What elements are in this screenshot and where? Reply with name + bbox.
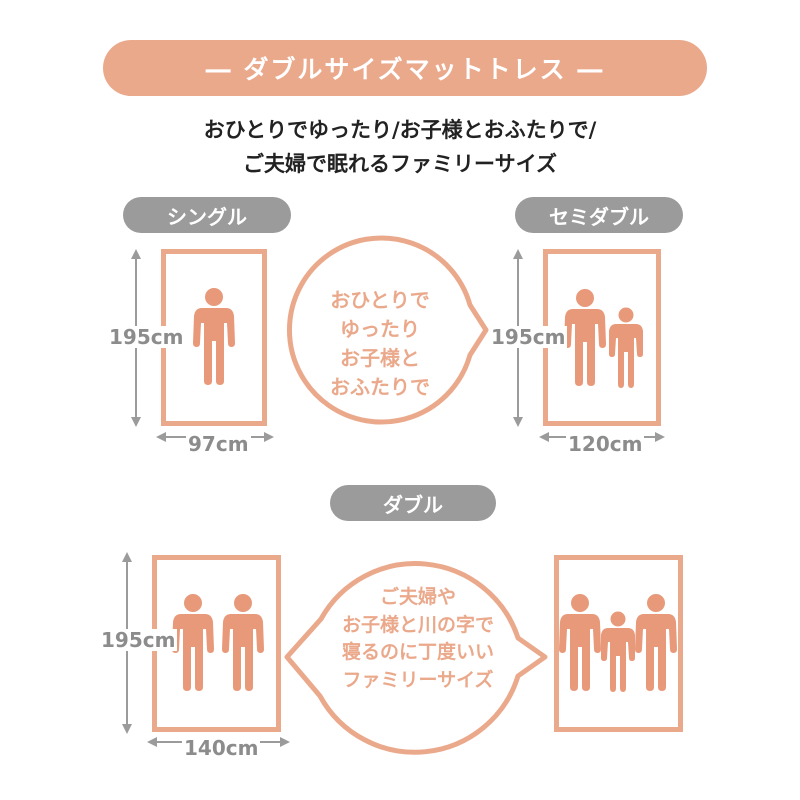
double-height-label: 195cm (99, 628, 178, 652)
speech-bubble-bottom (284, 561, 548, 755)
page-title: ― ダブルサイズマットトレス ― (103, 40, 707, 96)
bubble-top-line-4: おふたりで (330, 375, 430, 399)
bubble-top-line-1: おひとりで (330, 288, 430, 312)
speech-bubble-top (286, 235, 489, 425)
bubble-top-line-3: お子様と (340, 346, 420, 370)
bubble-bottom-line-2: お子様と川の字で (341, 613, 494, 636)
double-width-label: 140cm (182, 736, 261, 760)
single-width-label: 97cm (186, 432, 251, 456)
double-label: ダブル (330, 485, 496, 521)
bubble-bottom-line-1: ご夫婦や (379, 586, 456, 608)
bubble-top-text: おひとりで ゆったり お子様と おふたりで (300, 286, 460, 402)
semi-double-label: セミダブル (515, 197, 683, 233)
single-height-label: 195cm (107, 325, 186, 349)
subtitle-line-2: ご夫婦で眠れるファミリーサイズ (243, 152, 557, 176)
subtitle-line-1: おひとりでゆったり/お子様とおふたりで/ (203, 118, 597, 142)
semi-double-width-label: 120cm (566, 432, 645, 456)
single-label: シングル (123, 197, 291, 233)
bubble-bottom-text: ご夫婦や お子様と川の字で 寝るのに丁度いい ファミリーサイズ (318, 584, 518, 694)
bubble-top-line-2: ゆったり (340, 317, 420, 341)
bubble-bottom-line-3: 寝るのに丁度いい (341, 641, 494, 664)
bubble-bottom-line-4: ファミリーサイズ (342, 668, 494, 691)
semi-double-height-label: 195cm (489, 325, 568, 349)
